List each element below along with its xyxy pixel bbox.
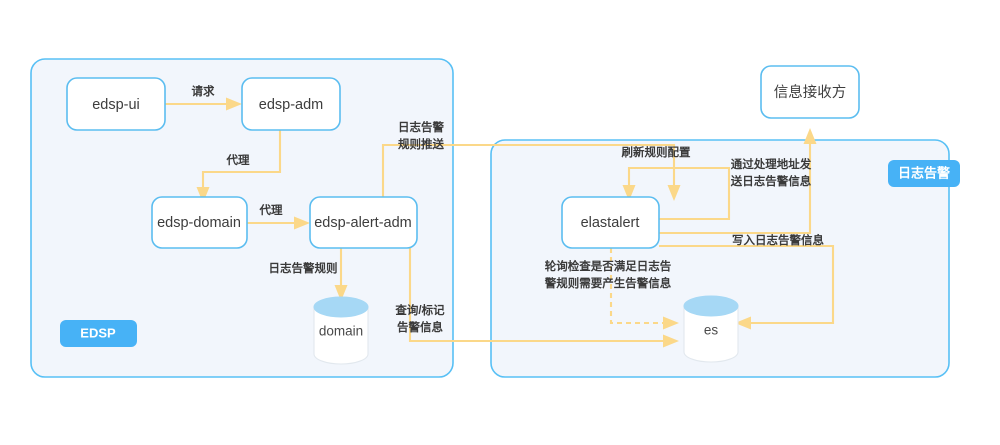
svg-text:告警信息: 告警信息 — [397, 320, 443, 334]
badge-log-alert: 日志告警 — [888, 160, 960, 187]
node-edsp-alert-adm-label: edsp-alert-adm — [314, 215, 412, 231]
badge-edsp-label: EDSP — [80, 325, 116, 340]
edge-proxy-1-line — [201, 130, 282, 189]
edge-label-send-alert: 通过处理地址发 送日志告警信息 — [730, 157, 812, 188]
domain-db-top — [313, 296, 369, 318]
edge-query-mark-arrowhead — [663, 334, 679, 348]
edge-label-write-alert: 写入日志告警信息 — [732, 233, 824, 247]
node-elastalert-label: elastalert — [581, 215, 640, 231]
edge-request-arrowhead — [226, 97, 242, 111]
svg-text:轮询检查是否满足日志告: 轮询检查是否满足日志告 — [545, 259, 672, 273]
badge-log-alert-label: 日志告警 — [898, 165, 950, 180]
node-receiver-label: 信息接收方 — [774, 84, 847, 101]
edge-write-alert-arrowhead — [735, 316, 751, 330]
edge-query-mark-line — [408, 248, 665, 343]
svg-text:通过处理地址发: 通过处理地址发 — [731, 157, 812, 171]
edge-label-proxy-2: 代理 — [259, 203, 283, 217]
es-db-top — [683, 295, 739, 317]
badge-edsp: EDSP — [60, 320, 137, 347]
edge-label-proxy-1: 代理 — [226, 153, 250, 167]
node-elastalert[interactable] — [561, 196, 660, 249]
badge-edsp-rect — [60, 320, 137, 347]
svg-text:送日志告警信息: 送日志告警信息 — [730, 174, 812, 188]
edge-label-request: 请求 — [192, 84, 215, 98]
edge-label-refresh-config: 刷新规则配置 — [622, 145, 691, 159]
edge-proxy-1-arrowhead — [196, 187, 210, 203]
node-edsp-ui-label: edsp-ui — [92, 97, 140, 113]
edge-send-alert-arrowhead — [803, 128, 817, 144]
svg-text:规则推送: 规则推送 — [398, 137, 444, 151]
edge-write-alert-line — [659, 244, 835, 325]
node-edsp-adm-label: edsp-adm — [259, 97, 323, 113]
svg-text:警规则需要产生告警信息: 警规则需要产生告警信息 — [544, 276, 672, 290]
node-es-db[interactable]: es — [683, 295, 739, 363]
node-edsp-adm[interactable] — [241, 77, 341, 131]
node-receiver[interactable] — [760, 65, 860, 119]
node-edsp-domain[interactable] — [151, 196, 248, 249]
edge-proxy-2-arrowhead — [294, 216, 310, 230]
edge-alert-rule-arrowhead — [334, 285, 348, 301]
edge-label-query-mark: 查询/标记 告警信息 — [394, 303, 445, 334]
node-edsp-alert-adm[interactable] — [309, 196, 418, 249]
node-domain-db[interactable]: domain — [313, 296, 369, 365]
edge-poll-check-line — [609, 248, 663, 325]
node-domain-db-label: domain — [319, 324, 363, 339]
edge-refresh-config-line — [627, 166, 731, 221]
badge-log-alert-rect — [888, 160, 960, 187]
edge-refresh-config-arrowhead — [622, 185, 636, 201]
edge-label-alert-rule: 日志告警规则 — [269, 261, 338, 275]
edge-rule-push-line — [381, 143, 676, 197]
edge-label-rule-push: 日志告警 规则推送 — [398, 120, 444, 151]
svg-text:查询/标记: 查询/标记 — [394, 303, 445, 317]
node-es-db-label: es — [704, 323, 719, 338]
es-db-body — [683, 305, 739, 363]
edge-send-alert-line — [659, 142, 812, 235]
domain-db-body — [313, 306, 369, 365]
node-edsp-ui[interactable] — [66, 77, 166, 131]
svg-text:日志告警: 日志告警 — [398, 120, 444, 134]
edge-label-poll-check: 轮询检查是否满足日志告 警规则需要产生告警信息 — [544, 259, 672, 290]
edge-poll-check-arrowhead — [663, 316, 679, 330]
node-edsp-domain-label: edsp-domain — [157, 215, 241, 231]
edge-rule-push-arrowhead — [667, 185, 681, 201]
